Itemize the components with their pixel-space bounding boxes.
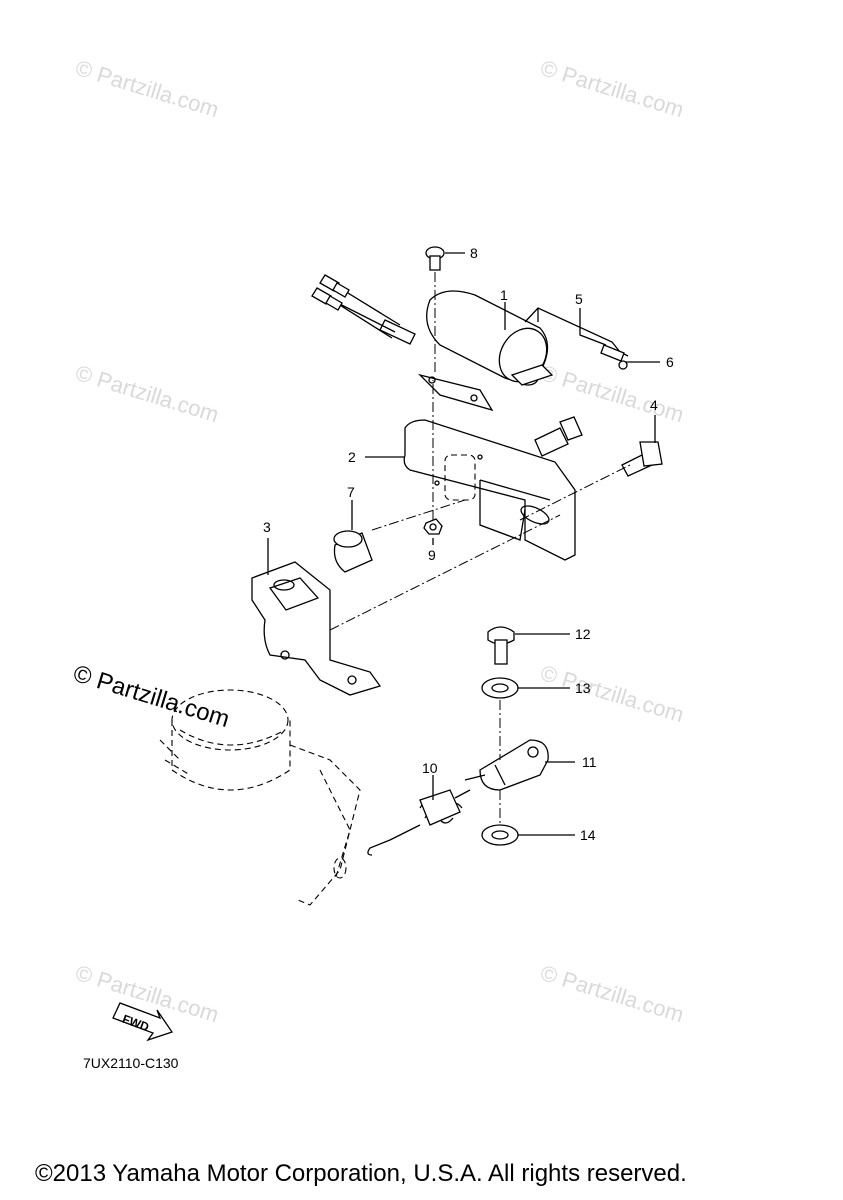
bracket-part [251, 514, 561, 696]
fwd-arrow-icon: FWD [112, 1002, 174, 1042]
callout-4: 4 [650, 397, 658, 413]
callout-5: 5 [575, 291, 583, 307]
callout-2: 2 [348, 449, 356, 465]
callout-7: 7 [347, 484, 355, 500]
copyright-text: ©2013 Yamaha Motor Corporation, U.S.A. A… [35, 1160, 687, 1187]
callout-1: 1 [500, 287, 508, 303]
leader-lines [267, 252, 660, 836]
callout-12: 12 [575, 626, 591, 642]
reference-outline [159, 689, 361, 906]
callout-14: 14 [580, 827, 596, 843]
bolt-part [519, 416, 663, 521]
callout-labels: 1 2 3 4 5 6 7 8 9 10 11 12 13 14 [263, 245, 674, 843]
callout-13: 13 [575, 680, 591, 696]
plate-part [403, 419, 576, 561]
callout-10: 10 [422, 760, 438, 776]
callout-9: 9 [428, 547, 436, 563]
screw-part [425, 246, 445, 375]
spring-part [367, 789, 471, 856]
callout-8: 8 [470, 245, 478, 261]
clip-assembly [464, 626, 549, 846]
callout-3: 3 [263, 519, 271, 535]
callout-6: 6 [666, 354, 674, 370]
spacer-part [333, 380, 466, 573]
callout-11: 11 [582, 754, 597, 770]
solenoid-part [311, 274, 554, 412]
drawing-code: 7UX2110-C130 [83, 1055, 179, 1071]
rod-part [524, 307, 629, 370]
